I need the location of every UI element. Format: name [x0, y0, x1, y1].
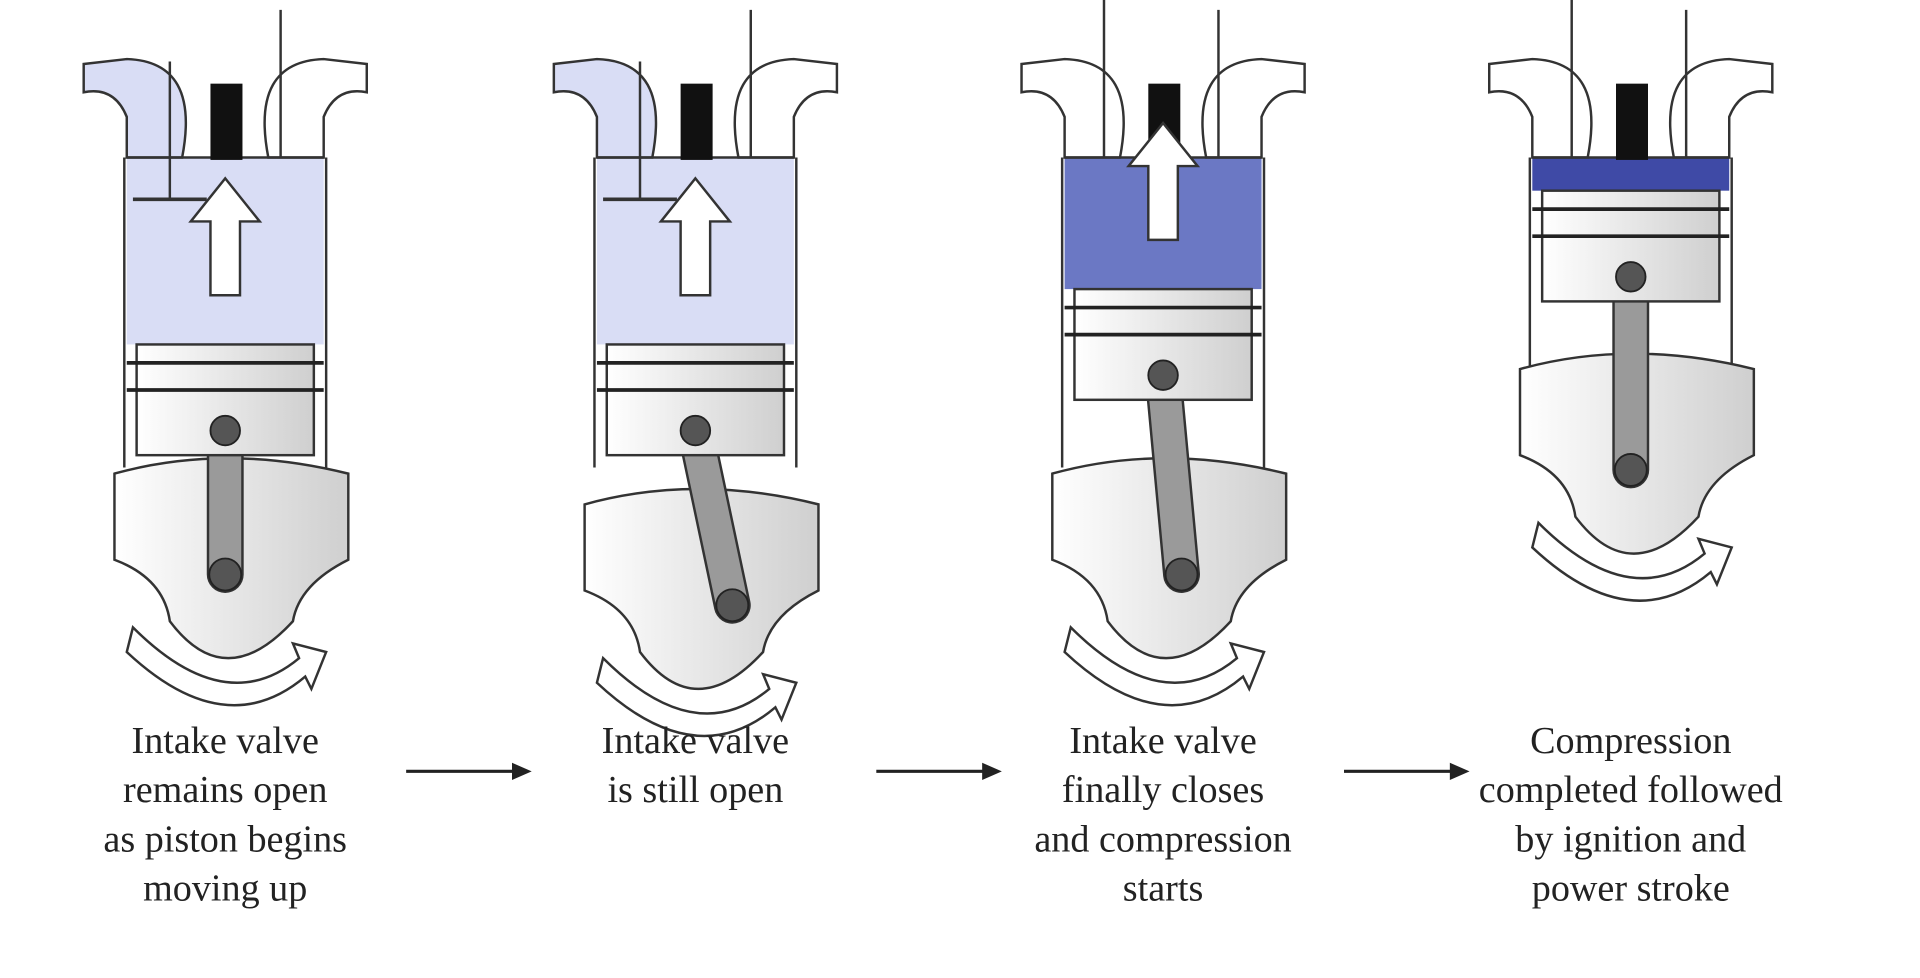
- caption-line: Intake valve: [1069, 720, 1256, 762]
- crank-pin: [1613, 453, 1648, 487]
- wrist-pin: [679, 414, 712, 447]
- rotation-arrow-icon: [1530, 520, 1734, 602]
- wrist-pin: [1615, 261, 1647, 293]
- crank-pin: [715, 588, 750, 623]
- piston-up-arrow-icon: [658, 176, 733, 297]
- spark-plug-icon: [1616, 83, 1648, 160]
- exhaust-port: [733, 57, 839, 159]
- arrow-head: [982, 762, 1002, 780]
- rotation-arrow-icon: [125, 624, 328, 707]
- crank-pin: [208, 557, 243, 592]
- spark-plug-icon: [680, 83, 713, 160]
- intake-port: [1020, 57, 1125, 159]
- caption-line: Intake valve: [132, 720, 319, 762]
- spark-plug-icon: [210, 83, 243, 160]
- stage-2: Intake valve is still open: [552, 9, 839, 811]
- caption-line: Intake valve: [602, 720, 789, 762]
- caption-line: finally closes: [1062, 769, 1264, 811]
- caption-line: remains open: [123, 769, 327, 811]
- rotation-arrow-icon: [595, 655, 798, 738]
- caption-line: and compression: [1034, 818, 1291, 860]
- wrist-pin: [1147, 359, 1179, 391]
- caption-line: by ignition and: [1515, 818, 1746, 860]
- piston-up-arrow-icon: [1126, 121, 1201, 242]
- arrow-head: [512, 762, 532, 780]
- wrist-pin: [209, 414, 241, 447]
- intake-port: [82, 57, 187, 159]
- intake-port: [552, 57, 658, 159]
- next-stage-arrow-icon: [1344, 762, 1470, 780]
- next-stage-arrow-icon: [406, 762, 532, 780]
- intake-port: [1488, 57, 1593, 159]
- caption-line: Compression: [1530, 720, 1731, 762]
- exhaust-port: [1201, 57, 1306, 159]
- piston-up-arrow-icon: [188, 176, 263, 297]
- connecting-rod: [1147, 359, 1198, 591]
- caption-line: is still open: [607, 769, 783, 811]
- cylinder-charge: [1532, 157, 1730, 191]
- stage-3: Intake valve finally closes and compressio…: [1020, 0, 1306, 910]
- caption-line: starts: [1123, 868, 1204, 910]
- rotation-arrow-icon: [1063, 624, 1266, 707]
- next-stage-arrow-icon: [876, 762, 1002, 780]
- caption-line: completed followed: [1479, 769, 1783, 811]
- exhaust-port: [263, 57, 368, 159]
- stage-caption: Intake valve is still open: [602, 720, 789, 811]
- stage-caption: Intake valve remains open as piston begins…: [103, 720, 347, 910]
- stage-caption: Intake valve finally closes and compressio…: [1034, 720, 1291, 910]
- stage-4: Compression completed followed by ignition…: [1479, 0, 1783, 909]
- crank-pin: [1164, 557, 1199, 592]
- stage-1: Intake valve remains open as piston begins…: [82, 9, 368, 910]
- exhaust-port: [1669, 57, 1774, 159]
- caption-line: as piston begins: [103, 818, 347, 860]
- caption-line: power stroke: [1532, 868, 1730, 910]
- caption-line: moving up: [143, 868, 307, 910]
- arrow-head: [1449, 762, 1470, 780]
- stage-caption: Compression completed followed by ignition…: [1479, 720, 1783, 910]
- connecting-rod: [679, 414, 749, 622]
